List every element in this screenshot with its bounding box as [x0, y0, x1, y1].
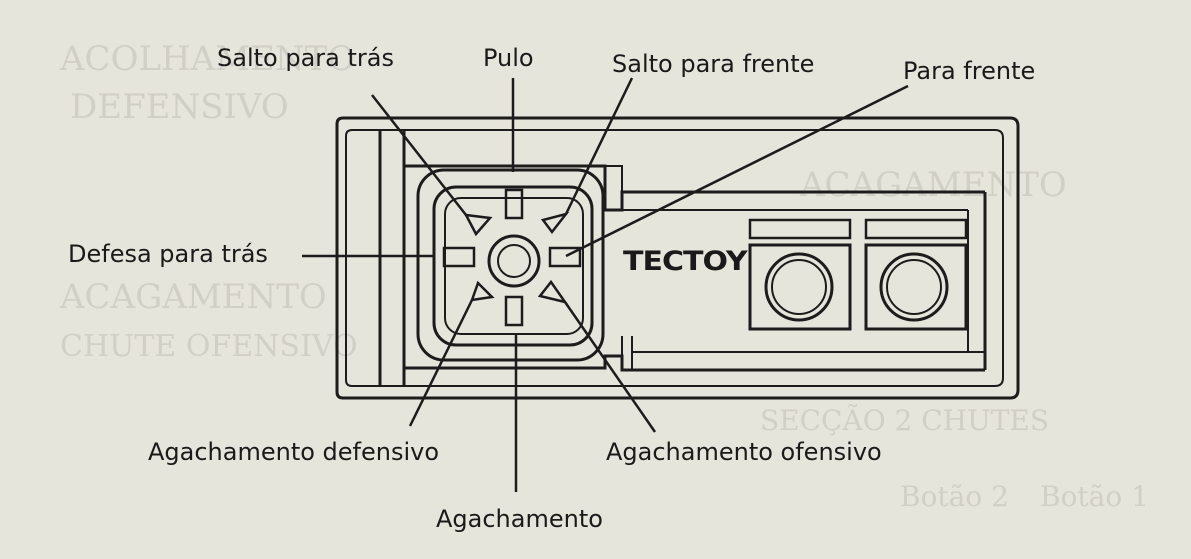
- label-para-frente: Para frente: [903, 57, 1036, 85]
- dpad-upright-arrow: [540, 211, 570, 235]
- dpad: [416, 168, 605, 362]
- dpad-downright-arrow: [537, 279, 568, 304]
- label-pulo: Pulo: [483, 44, 534, 72]
- dpad-downleft-arrow: [470, 280, 495, 302]
- dpad-up: [504, 188, 524, 220]
- dpad-upleft-arrow: [463, 213, 493, 237]
- button-2: [879, 252, 949, 322]
- svg-text:DEFENSIVO: DEFENSIVO: [70, 87, 289, 127]
- dpad-left: [442, 246, 476, 268]
- dpad-right: [548, 246, 582, 268]
- button-1: [764, 252, 834, 322]
- controller-body: [335, 116, 1020, 400]
- action-buttons: [748, 218, 968, 331]
- label-defesa-para-tras: Defesa para trás: [68, 240, 268, 268]
- bleed-through-background: ACOLHAMENTO DEFENSIVO ACAGAMENTO ACAGAME…: [59, 39, 1149, 513]
- svg-text:ACAGAMENTO: ACAGAMENTO: [59, 277, 327, 317]
- label-salto-para-tras: Salto para trás: [217, 44, 394, 72]
- svg-text:ACOLHAMENTO: ACOLHAMENTO: [59, 39, 355, 79]
- leader-lines: [302, 77, 909, 492]
- dpad-center: [487, 234, 541, 288]
- svg-text:ACAGAMENTO: ACAGAMENTO: [799, 165, 1067, 205]
- label-agachamento-defensivo: Agachamento defensivo: [148, 438, 440, 466]
- label-agachamento-ofensivo: Agachamento ofensivo: [606, 438, 882, 466]
- svg-text:CHUTE OFENSIVO: CHUTE OFENSIVO: [60, 329, 358, 364]
- label-agachamento: Agachamento: [436, 505, 603, 533]
- svg-text:Botão 1: Botão 1: [1040, 480, 1149, 513]
- svg-text:SECÇÃO 2 CHUTES: SECÇÃO 2 CHUTES: [760, 404, 1049, 437]
- tectoy-logo: TECTOY: [623, 245, 748, 278]
- svg-text:Botão 2: Botão 2: [900, 480, 1009, 513]
- label-salto-para-frente: Salto para frente: [612, 50, 815, 78]
- dpad-down: [504, 295, 524, 327]
